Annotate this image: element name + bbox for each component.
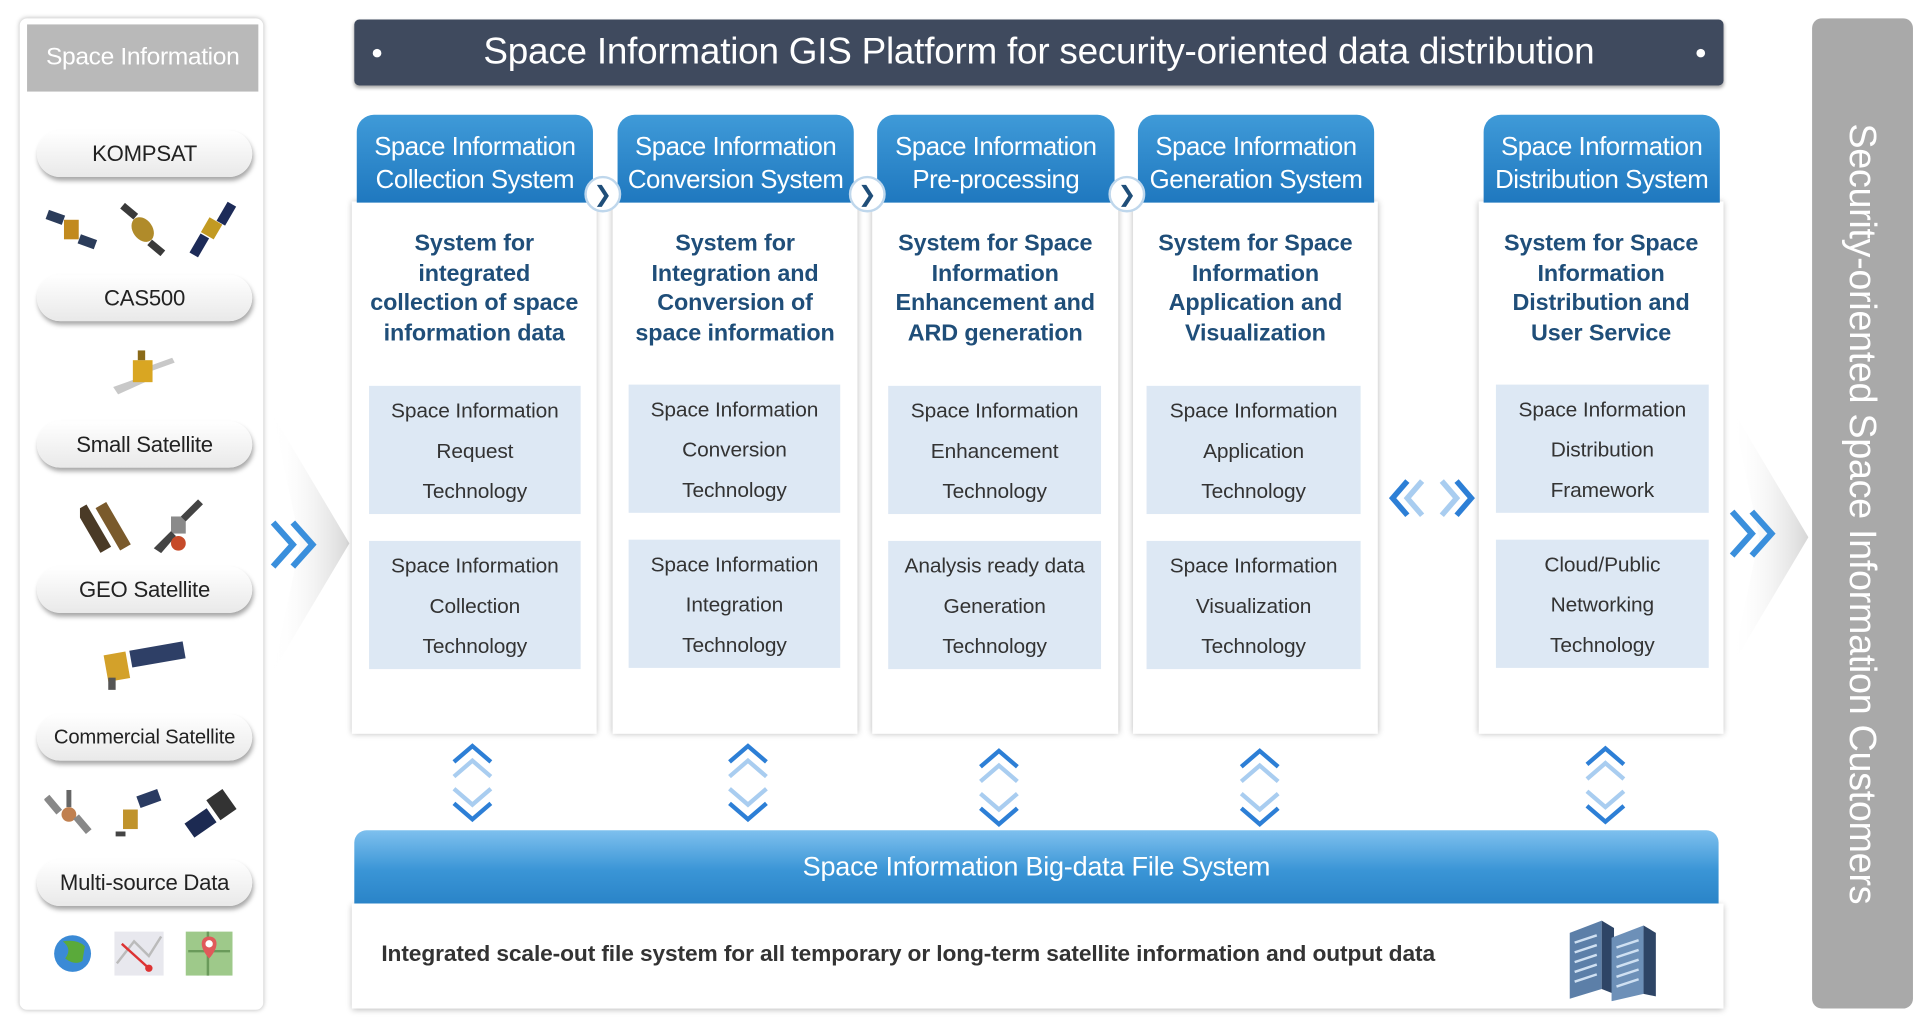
up-down-arrow-icon bbox=[452, 743, 493, 823]
platform-title-bar: Space Information GIS Platform for secur… bbox=[354, 19, 1724, 86]
small-satellite-icons bbox=[27, 491, 258, 562]
title-bullet-icon bbox=[1696, 48, 1706, 58]
chevron-right-icon: ❯ bbox=[1108, 175, 1146, 213]
cas500-satellite-icon bbox=[27, 344, 258, 405]
globe-icon bbox=[54, 935, 92, 972]
customers-panel bbox=[1812, 18, 1913, 1009]
chevron-right-icon: ❯ bbox=[848, 175, 886, 213]
multi-source-data-icons bbox=[27, 923, 258, 984]
geo-satellite-icon bbox=[27, 632, 258, 695]
kompsat-satellite-icons bbox=[27, 195, 258, 263]
satellite-icon bbox=[44, 789, 92, 835]
customers-label-wrap: Security-oriented Space Information Cust… bbox=[1812, 18, 1913, 1008]
customers-label: Security-oriented Space Information Cust… bbox=[1841, 122, 1885, 904]
source-commercial-satellite: Commercial Satellite bbox=[36, 714, 253, 761]
source-kompsat: KOMPSAT bbox=[36, 130, 253, 178]
satellite-icon bbox=[113, 350, 175, 395]
up-down-arrow-icon bbox=[979, 748, 1019, 828]
satellite-icon bbox=[153, 499, 203, 554]
chevron-right-icon: ❯ bbox=[584, 175, 622, 213]
up-down-arrow-icon bbox=[1239, 748, 1280, 828]
source-small-satellite: Small Satellite bbox=[36, 421, 253, 468]
space-information-header: Space Information bbox=[27, 24, 259, 92]
file-system-description: Integrated scale-out file system for all… bbox=[381, 940, 1435, 966]
bidirectional-arrow-icon bbox=[1388, 479, 1475, 518]
up-down-arrow-icon bbox=[728, 743, 768, 823]
file-system-description-box bbox=[351, 903, 1724, 1009]
source-multi-source-data: Multi-source Data bbox=[36, 859, 253, 906]
big-data-file-system-bar: Space Information Big-data File System bbox=[354, 830, 1719, 904]
satellite-icon bbox=[103, 641, 186, 690]
satellite-icon bbox=[45, 209, 98, 250]
satellite-icon bbox=[120, 202, 166, 257]
satellite-icon bbox=[184, 789, 237, 838]
satellite-icon bbox=[189, 201, 237, 258]
platform-title: Space Information GIS Platform for secur… bbox=[483, 31, 1595, 73]
satellite-icon bbox=[79, 502, 131, 553]
source-cas500: CAS500 bbox=[36, 274, 253, 322]
flow-arrow-right bbox=[1729, 409, 1809, 666]
server-icon bbox=[1569, 920, 1656, 1002]
satellite-icon bbox=[115, 789, 162, 837]
commercial-satellite-icons bbox=[27, 781, 258, 844]
space-information-panel bbox=[19, 18, 264, 1010]
up-down-arrow-icon bbox=[1585, 745, 1626, 825]
source-geo-satellite: GEO Satellite bbox=[36, 566, 253, 613]
map-pin-icon bbox=[185, 931, 233, 976]
flow-arrow-left bbox=[270, 415, 350, 672]
map-icon bbox=[114, 931, 164, 976]
title-bullet-icon bbox=[372, 48, 382, 58]
